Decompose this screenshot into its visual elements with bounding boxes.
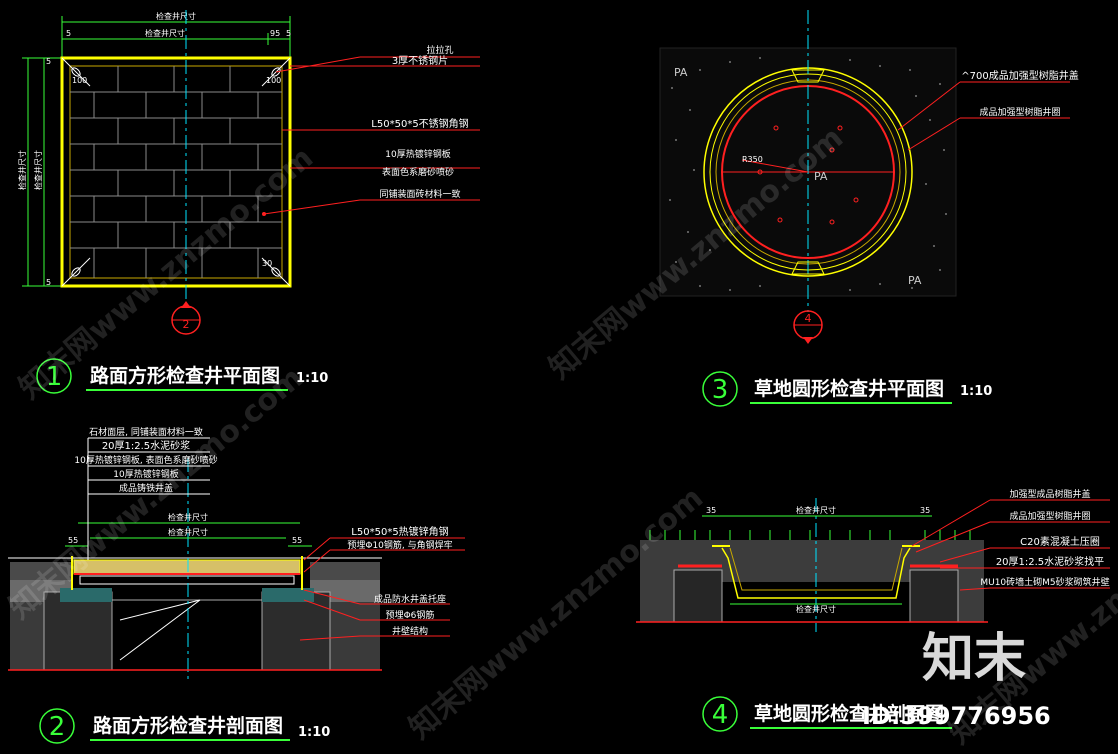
note: MU10砖墙土砌M5砂浆砌筑井壁 <box>980 576 1109 588</box>
note: 10厚热镀锌钢板 <box>385 148 450 160</box>
grass-surface <box>649 530 971 540</box>
drawing-number: 2 <box>49 712 66 742</box>
dim-side-bottom: 5 <box>46 278 51 287</box>
note: 20厚1:2.5水泥砂浆 <box>102 439 190 452</box>
note: 成品加强型树脂井圈 <box>979 106 1060 118</box>
section-marker-label: 2 <box>183 318 190 331</box>
dim-side-b: 检查井尺寸 <box>33 150 43 190</box>
note: 石材面层, 同铺装面材料一致 <box>89 426 203 438</box>
drawing-number: 4 <box>712 700 729 730</box>
label-radius: R350 <box>742 155 763 164</box>
dim-top: 检查井尺寸 <box>796 505 836 515</box>
note: 10厚热镀锌钢板, 表面色系磨砂喷砂 <box>74 454 217 466</box>
note: 成品铸铁井盖 <box>119 482 173 494</box>
dim-top-total: 检查井尺寸 <box>156 11 196 21</box>
dim-inner: 检查井尺寸 <box>168 527 208 537</box>
drawing-title: 草地圆形检查井平面图 <box>754 377 944 400</box>
note: 拉拉孔 <box>426 44 453 56</box>
dim-bottom: 检查井尺寸 <box>796 604 836 614</box>
dim-right-a: 95 <box>270 29 280 38</box>
note: C20素混凝土压圈 <box>1020 535 1100 548</box>
brand-logo: 知末 <box>922 629 1026 689</box>
drawing-number: 1 <box>46 362 63 392</box>
dim-top: 检查井尺寸 <box>168 512 208 522</box>
drawing-title: 草地圆形检查井剖面图 <box>754 702 944 725</box>
drawing-title: 路面方形检查井剖面图 <box>93 714 283 737</box>
note: 表面色系磨砂喷砂 <box>382 166 454 178</box>
paving-pattern <box>70 66 282 278</box>
dim-corner-tl: 100 <box>72 76 87 85</box>
corner-hole <box>271 267 281 277</box>
note: 成品加强型树脂井圈 <box>1009 510 1090 522</box>
note: 同铺装面砖材料一致 <box>379 188 460 200</box>
dim-right: 55 <box>292 536 302 545</box>
drawing-number: 3 <box>712 375 729 405</box>
note: L50*50*5不锈钢角钢 <box>371 117 468 130</box>
drawing-title-3: 3 草地圆形检查井平面图 1:10 <box>702 371 992 407</box>
note: L50*50*5热镀锌角钢 <box>351 525 448 538</box>
round-section-drawing: 检查井尺寸 检查井尺寸 35 35 加强型成品树脂井盖 成品加强型树脂井圈 C2… <box>636 488 1110 632</box>
dim-side-a: 检查井尺寸 <box>17 150 27 190</box>
round-plan-drawing: PA PA PA R350 ^700成品加强型树脂井盖 成品加强型树脂井圈 4 <box>659 10 1079 344</box>
square-plan-drawing: 检查井尺寸 检查井尺寸 5 95 5 检查井尺寸 检查井尺寸 5 5 <box>17 10 480 335</box>
dim-right-b: 5 <box>286 29 291 38</box>
drawing-title-4: 4 草地圆形检查井剖面图 <box>702 696 952 732</box>
note: 加强型成品树脂井盖 <box>1009 488 1090 500</box>
corner-hole <box>71 67 81 77</box>
dim-side-top: 5 <box>46 57 51 66</box>
note: 成品防水井盖托座 <box>374 593 446 605</box>
note: 10厚热镀锌钢板 <box>113 468 178 480</box>
drawing-scale: 1:10 <box>298 725 330 740</box>
note: 预埋Φ10钢筋, 与角钢焊牢 <box>347 539 452 551</box>
drawing-scale: 1:10 <box>296 371 328 386</box>
note: 3厚不锈钢片 <box>392 54 448 67</box>
note: 20厚1:2.5水泥砂浆找平 <box>996 555 1104 568</box>
dim-corner-br: 30 <box>262 259 272 268</box>
dim-left-a: 5 <box>66 29 71 38</box>
label-pa: PA <box>814 170 828 183</box>
drawing-title-1: 1 路面方形检查井平面图 1:10 <box>36 358 328 394</box>
label-pa: PA <box>908 274 922 287</box>
dim-left: 35 <box>706 506 716 515</box>
note: 井壁结构 <box>392 625 428 637</box>
square-section-drawing: 检查井尺寸 检查井尺寸 55 55 石材面层, 同铺装面材料一致 20厚1:2.… <box>8 426 465 680</box>
drawing-title-2: 2 路面方形检查井剖面图 1:10 <box>39 708 330 744</box>
drawing-scale: 1:10 <box>960 384 992 399</box>
dim-corner-tr: 100 <box>266 76 281 85</box>
label-pa: PA <box>674 66 688 79</box>
drawing-title: 路面方形检查井平面图 <box>90 364 280 387</box>
dim-right: 35 <box>920 506 930 515</box>
note: 预埋Φ6钢筋 <box>386 609 435 621</box>
brand-id: ID:399776956 <box>862 702 1051 730</box>
corner-hole <box>271 67 281 77</box>
grass-hatch-dots <box>669 57 947 291</box>
watermark-text: 知末网www.znzmo.com <box>3 360 310 626</box>
dim-top-inner: 检查井尺寸 <box>145 28 185 38</box>
section-marker-label: 4 <box>805 312 812 325</box>
note: ^700成品加强型树脂井盖 <box>961 69 1078 82</box>
cover-body <box>721 547 911 599</box>
corner-hole <box>71 267 81 277</box>
square-cover-frame <box>60 56 292 288</box>
dim-left: 55 <box>68 536 78 545</box>
